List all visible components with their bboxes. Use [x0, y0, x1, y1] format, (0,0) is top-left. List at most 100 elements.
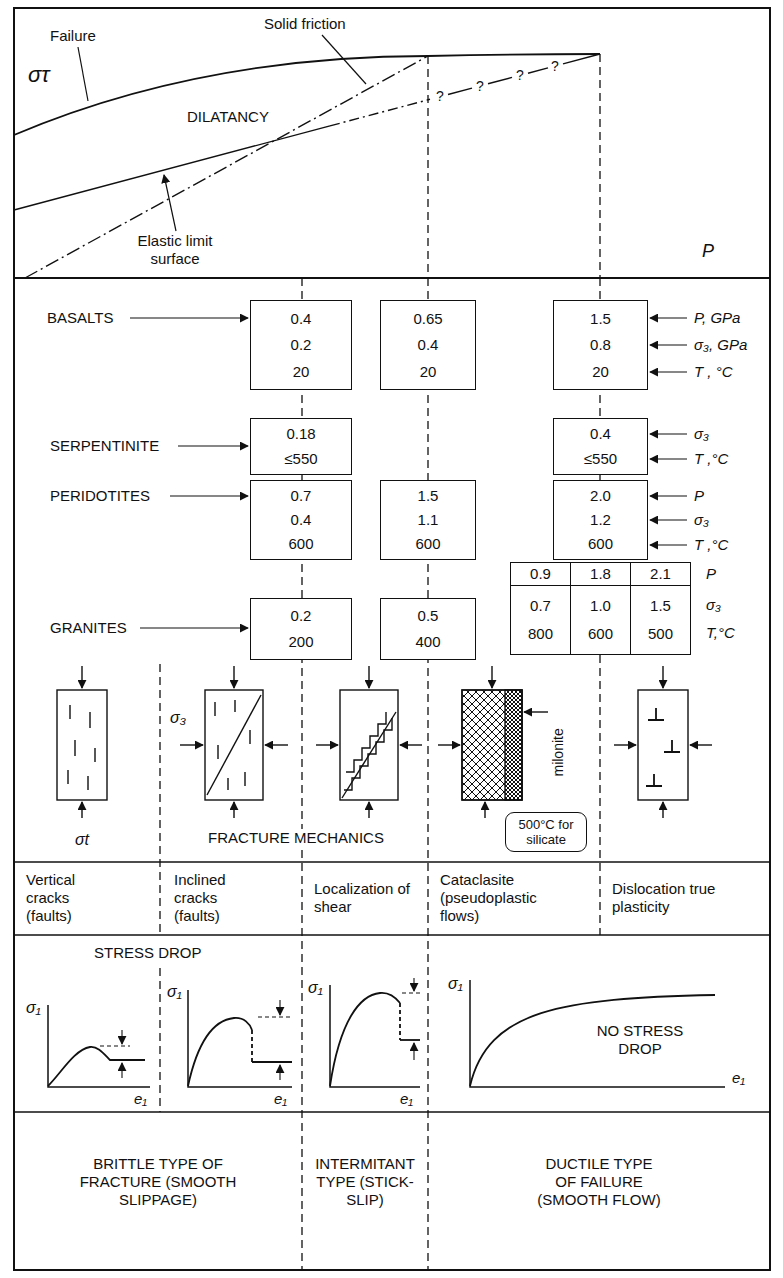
uncertain-line — [563, 54, 600, 64]
box-value: 0.9 — [530, 565, 551, 583]
leader-line — [650, 495, 687, 496]
parameter-label: T ,°C — [692, 536, 730, 554]
parameter-label: σ₃ — [692, 425, 711, 443]
inclined-fault-specimen — [180, 666, 288, 818]
brittle-plot — [100, 1046, 130, 1060]
stick-slip-plot — [330, 993, 400, 1086]
column-divider — [427, 56, 428, 278]
stick-slip-plot — [330, 978, 422, 1087]
parameter-label: T ,°C — [692, 450, 730, 468]
column-divider — [599, 54, 600, 278]
brittle-plot — [121, 1063, 122, 1078]
curve-label: Elastic limit surface — [126, 232, 225, 268]
rock-name: PERIDOTITES — [48, 487, 152, 505]
uncertain-line — [448, 54, 600, 95]
box-value: ≤550 — [284, 450, 317, 468]
cataclasite-specimen — [505, 690, 522, 800]
leader-line — [650, 519, 687, 520]
uncertain-line — [448, 88, 472, 94]
parameter-label: σ₃, GPa — [692, 336, 749, 354]
tension-specimen — [81, 802, 82, 818]
mechanism-label: Cataclasite (pseudoplastic flows) — [438, 871, 564, 925]
mechanism-label: Localization of shear — [312, 880, 412, 916]
mechanism-label: Inclined cracks (faults) — [172, 871, 258, 925]
dislocation-specimen — [662, 666, 663, 688]
cataclasite-specimen — [462, 690, 522, 800]
brittle-plot — [48, 1047, 145, 1086]
box-value: 0.4 — [291, 310, 312, 328]
leader-line — [650, 371, 687, 372]
box-value: 0.4 — [590, 425, 611, 443]
rock-name: GRANITES — [48, 619, 129, 637]
column-divider — [427, 278, 428, 1270]
value-box: 0.4 ≤550 — [553, 418, 648, 475]
rock-name: SERPENTINITE — [48, 437, 161, 455]
plot-label: STRESS DROP — [92, 944, 204, 962]
cataclasite-specimen — [491, 666, 492, 688]
inclined-fault-specimen — [205, 690, 263, 800]
parameter-label: σ₃ — [692, 511, 711, 529]
table-cell: 0.7800 — [510, 585, 571, 655]
parameter-label: P, GPa — [692, 309, 742, 327]
value-box: 0.5400 — [380, 598, 476, 660]
stick-slip-plot — [400, 1039, 420, 1041]
brittle-plot — [188, 1018, 252, 1086]
curve-label: Failure — [48, 27, 98, 45]
tension-specimen — [81, 666, 82, 688]
cataclasite-specimen — [438, 666, 548, 818]
leader-line — [650, 544, 687, 545]
box-value: 1.2 — [590, 511, 611, 529]
cataclasite-specimen — [462, 690, 522, 800]
box-value: ≤550 — [584, 450, 617, 468]
leader-line — [322, 35, 366, 84]
value-box: 1.51.1600 — [380, 480, 476, 560]
box-value: 1.5 — [590, 310, 611, 328]
column-divider — [159, 968, 160, 1112]
zone-label: milonite — [550, 726, 567, 778]
uncertain-line — [488, 77, 512, 83]
box-value: 0.7 — [291, 487, 312, 505]
brittle-plot — [251, 1030, 253, 1062]
value-box: 0.2200 — [250, 598, 352, 660]
brittle-plot — [48, 1005, 150, 1087]
elastic-limit-line — [330, 99, 430, 126]
leader-line — [178, 445, 248, 446]
axis-label: σ₁ — [446, 974, 465, 993]
inclined-fault-specimen — [233, 802, 234, 818]
uncertainty-mark: ? — [514, 67, 526, 84]
plot-label: NO STRESS DROP — [583, 1022, 697, 1058]
value-box: 1.50.820 — [553, 300, 648, 390]
frame — [14, 8, 770, 1270]
stick-slip-plot — [413, 1043, 414, 1060]
cataclasite-specimen — [438, 744, 460, 745]
axis-label: P — [700, 241, 716, 263]
box-value: 600 — [288, 535, 313, 553]
shear-localization-specimen — [316, 666, 422, 818]
box-value: 0.8 — [590, 336, 611, 354]
box-value: 0.4 — [291, 511, 312, 529]
box-value: 1.1 — [418, 511, 439, 529]
box-value: 0.5 — [418, 607, 439, 625]
parameter-label: P — [704, 565, 718, 583]
shear-localization-specimen — [316, 744, 338, 745]
leader-line — [140, 627, 248, 628]
cataclasite-specimen — [524, 711, 548, 712]
box-value: 0.4 — [418, 336, 439, 354]
axis-label: e₁ — [398, 1090, 415, 1108]
box-value: 800 — [528, 625, 553, 643]
mechanism-label: Dislocation true plasticity — [610, 880, 720, 916]
brittle-plot — [188, 990, 292, 1087]
axis-label: e₁ — [272, 1090, 289, 1108]
stick-slip-plot — [399, 1003, 401, 1040]
ductile-plot — [470, 980, 725, 1087]
box-value: 0.2 — [291, 607, 312, 625]
table-cell: 1.8 — [570, 562, 631, 586]
uncertain-line — [528, 68, 548, 73]
box-value: 1.5 — [418, 487, 439, 505]
box-value: 600 — [588, 535, 613, 553]
inclined-fault-specimen — [180, 744, 203, 745]
uncertainty-mark: ? — [434, 88, 446, 105]
failure-type: DUCTILE TYPE OF FAILURE (SMOOTH FLOW) — [532, 1155, 666, 1209]
box-value: 0.2 — [291, 336, 312, 354]
